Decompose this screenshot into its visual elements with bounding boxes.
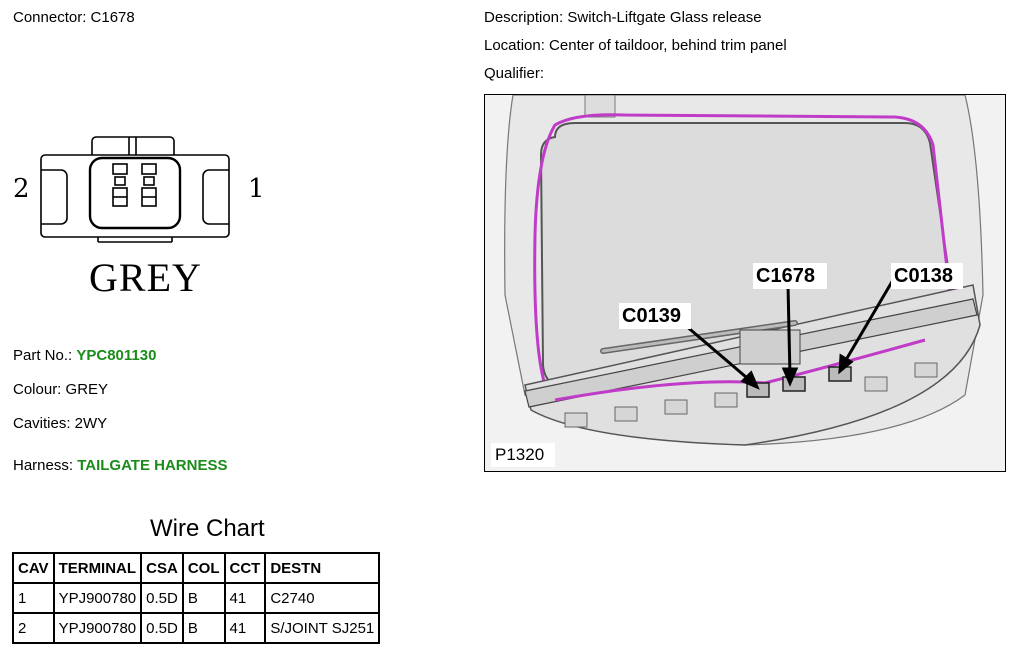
table-row: 2 YPJ900780 0.5D B 41 S/JOINT SJ251	[12, 612, 381, 644]
cell-destn: S/JOINT SJ251	[264, 612, 381, 644]
connector-color-label: GREY	[89, 255, 202, 300]
cell-cav: 2	[12, 612, 55, 644]
cell-cct: 41	[223, 612, 267, 644]
location: Location: Center of taildoor, behind tri…	[484, 37, 787, 54]
description: Description: Switch-Liftgate Glass relea…	[484, 9, 762, 26]
cell-cav: 1	[12, 582, 55, 614]
cell-col: B	[181, 582, 226, 614]
cell-terminal: YPJ900780	[52, 582, 143, 614]
wire-chart-header-row: CAV TERMINAL CSA COL CCT DESTN	[12, 552, 381, 584]
header-cct: CCT	[223, 552, 267, 584]
cell-destn: C2740	[264, 582, 381, 614]
location-illustration: C0139 C1678 C0138 P1320	[484, 94, 1006, 472]
wire-chart-table: CAV TERMINAL CSA COL CCT DESTN 1 YPJ9007…	[12, 552, 381, 644]
connector-outline-icon	[40, 136, 230, 243]
callout-c0139: C0139	[622, 305, 681, 327]
connector-id: Connector: C1678	[13, 9, 135, 26]
pin-label-2: 2	[13, 174, 30, 204]
cell-terminal: YPJ900780	[52, 612, 143, 644]
connector-face-diagram	[14, 130, 264, 250]
callout-c0138: C0138	[894, 265, 953, 287]
part-number-label: Part No.:	[13, 347, 73, 364]
plate-id: P1320	[495, 445, 545, 464]
harness-label: Harness:	[13, 457, 74, 474]
pin-label-1: 1	[248, 174, 265, 204]
cell-csa: 0.5D	[140, 612, 184, 644]
header-destn: DESTN	[264, 552, 381, 584]
wire-chart-title: Wire Chart	[150, 515, 265, 542]
cell-col: B	[181, 612, 226, 644]
part-number-value[interactable]: YPC801130	[76, 347, 157, 364]
harness: Harness: TAILGATE HARNESS	[13, 457, 227, 475]
callout-c1678: C1678	[756, 265, 815, 287]
header-col: COL	[181, 552, 226, 584]
header-csa: CSA	[140, 552, 184, 584]
cell-csa: 0.5D	[140, 582, 184, 614]
cell-cct: 41	[223, 582, 267, 614]
header-terminal: TERMINAL	[52, 552, 143, 584]
colour: Colour: GREY	[13, 381, 109, 398]
table-row: 1 YPJ900780 0.5D B 41 C2740	[12, 582, 381, 614]
liftgate-illustration	[485, 95, 1005, 471]
header-cav: CAV	[12, 552, 55, 584]
qualifier: Qualifier:	[484, 65, 545, 82]
part-number: Part No.: YPC801130	[13, 347, 156, 365]
cavities: Cavities: 2WY	[13, 415, 108, 432]
harness-value[interactable]: TAILGATE HARNESS	[77, 457, 228, 474]
